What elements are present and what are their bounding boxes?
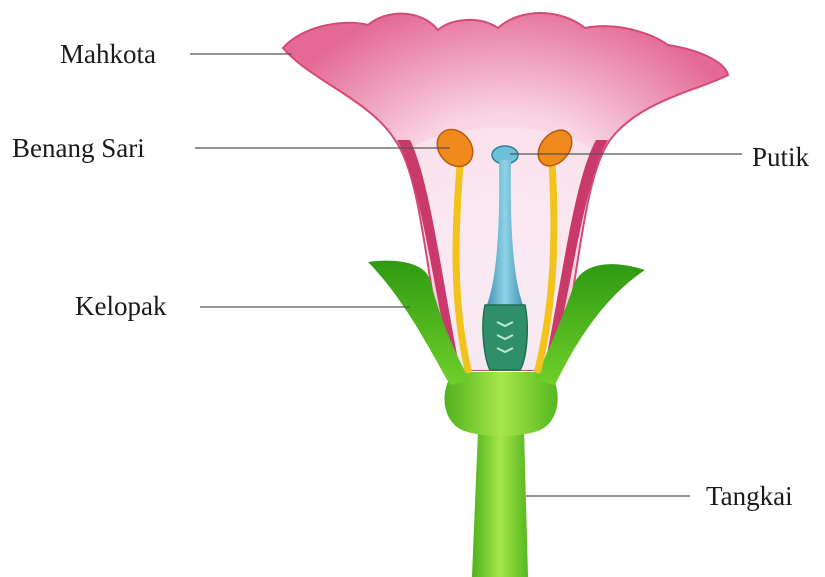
label-putik: Putik <box>752 142 810 172</box>
stalk-shape <box>472 430 528 577</box>
ovary-shape <box>483 305 527 370</box>
label-benang-sari: Benang Sari <box>12 133 145 163</box>
label-tangkai: Tangkai <box>706 481 793 511</box>
label-mahkota: Mahkota <box>60 39 156 69</box>
label-kelopak: Kelopak <box>75 291 167 321</box>
